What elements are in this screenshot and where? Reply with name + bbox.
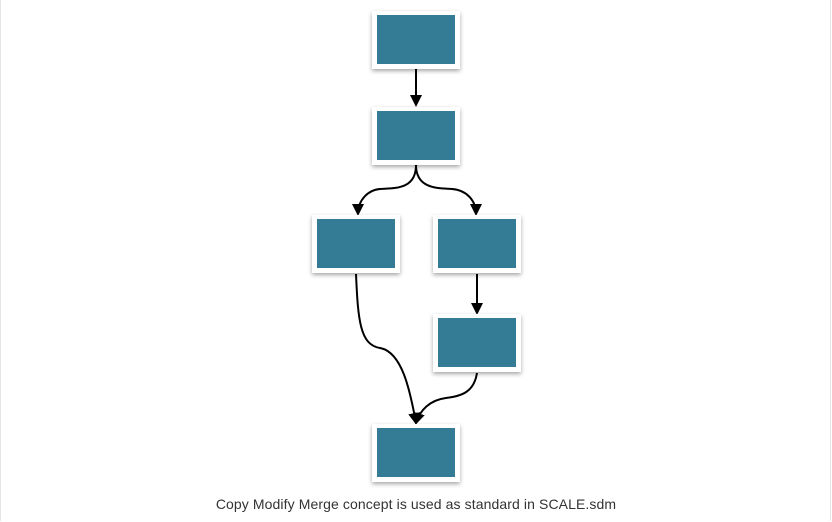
node-n5[interactable]: [433, 314, 521, 372]
node-fill: [438, 318, 516, 367]
node-fill: [317, 219, 395, 268]
nodes-layer: [312, 11, 521, 482]
node-fill: [377, 111, 455, 160]
node-fill: [438, 219, 516, 268]
edge-n2-n4: [415, 164, 482, 216]
diagram-caption: Copy Modify Merge concept is used as sta…: [215, 496, 617, 512]
edges-layer: [352, 69, 483, 425]
edge-n2-n3: [352, 164, 417, 216]
edge-n3-n6: [355, 273, 421, 425]
node-n2[interactable]: [372, 107, 460, 165]
node-n1[interactable]: [372, 11, 460, 69]
node-n6[interactable]: [372, 424, 460, 482]
node-n4[interactable]: [433, 215, 521, 273]
node-n3[interactable]: [312, 215, 400, 273]
edge-n5-n6: [413, 372, 478, 425]
node-fill: [377, 428, 455, 477]
node-fill: [377, 15, 455, 64]
